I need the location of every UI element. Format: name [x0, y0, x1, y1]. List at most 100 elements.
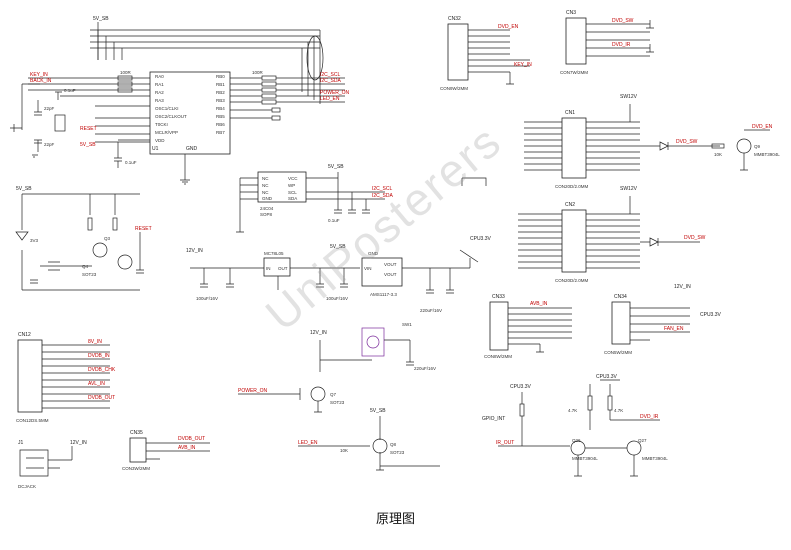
q27-ref: Q27	[638, 438, 647, 443]
supply-5v-reg: 5V_SB	[330, 244, 346, 250]
dc-jack: J1 12V_IN DCJACK	[18, 440, 87, 489]
cn33-ref: CN33	[492, 294, 505, 300]
net-dvdb-out-35: DVDB_OUT	[178, 436, 205, 442]
u3-pin-in: IN	[266, 266, 271, 271]
cn35-ref: CN35	[130, 430, 143, 436]
r-left-val: 100R	[120, 70, 132, 75]
supply-sw12-1: SW12V	[620, 94, 638, 100]
j1-part: DCJACK	[18, 484, 36, 489]
supply-5v-reset: 5V_SB	[16, 186, 32, 192]
u1-pin-ra1: RA1	[155, 82, 164, 87]
supply-33v-ir2: CPU3.3V	[596, 374, 618, 380]
regulator-78l05: 12V_IN IN OUT MC78L05 100uF/16V 100uF/16…	[186, 244, 360, 301]
net-key-in-32: KEY_IN	[514, 62, 532, 68]
u1-pin-osc1: OSC1/CLKI	[155, 106, 179, 111]
c-100u-in: 100uF/16V	[196, 296, 218, 301]
supply-12v-reg: 12V_IN	[186, 248, 203, 254]
u1-pin-osc2: OSC2/CLKOUT	[155, 114, 187, 119]
cn1-connector: SW12V CN1 DVD_SW 10K Q9 MMBT3904L DVD_EN…	[524, 94, 780, 189]
net-avl-in: AVL_IN	[88, 381, 105, 387]
cn3-connector: CN3 DVD_SW DVD_IR CON7W/2MM	[560, 10, 654, 75]
c-22p-a: 22pF	[44, 106, 55, 111]
u1-pin-ra3: RA3	[155, 98, 164, 103]
u2-pin-sda: SDA	[288, 196, 297, 201]
net-8v-in: 8V_IN	[88, 339, 102, 345]
r-q9: 10K	[714, 152, 722, 157]
net-dvd-sw-2: DVD_SW	[684, 235, 706, 241]
cn34-part: CON5W/2MM	[604, 350, 632, 355]
r-ir-a: 4.7K	[568, 408, 577, 413]
supply-12v-jack: 12V_IN	[70, 440, 87, 446]
net-dvd-ir-3: DVD_IR	[612, 42, 631, 48]
cn2-ref: CN2	[565, 202, 575, 208]
u1-pin-vdd: VDD	[155, 138, 165, 143]
u4-pin-vout1: VOUT	[384, 262, 397, 267]
supply-12v-34: 12V_IN	[674, 284, 691, 290]
u1-pin-ra0: RA0	[155, 74, 164, 79]
net-avb-in: AVB_IN	[530, 301, 548, 307]
u2-pin-wp: WP	[288, 183, 295, 188]
c-01u-vdd: 0.1uF	[125, 160, 137, 165]
u1-pin-mclr: MCLR/VPP	[155, 130, 178, 135]
supply-33v-reg: CPU3.3V	[470, 236, 492, 242]
q9-part: MMBT3904L	[754, 152, 780, 157]
u2-pin-gnd: GND	[262, 196, 273, 201]
reset-block: 5V_SB 3V3 Q3 Q4 SOT23 RESET	[15, 186, 152, 291]
net-i2c-sda-top: I2C_SDA	[320, 78, 342, 84]
q26-part: MMBT3904L	[572, 456, 598, 461]
q7-pkg: SOT23	[330, 400, 345, 405]
u1-pin-rb0: RB0	[216, 74, 225, 79]
net-back-in: BACK_IN	[30, 78, 52, 84]
supply-12v-sw: 12V_IN	[310, 330, 327, 336]
u2-pin-nc2: NC	[262, 183, 269, 188]
mcu-block: U1 GND RA0 RA1 RA2 RA3 OSC1/CLKI OSC2/CL…	[10, 16, 350, 185]
cn35-connector: CN35 DVDB_OUT AVB_IN CON3W/2MM	[122, 430, 210, 471]
cn3-ref: CN3	[566, 10, 576, 16]
cn2-part: CON20D/2.0MM	[555, 278, 589, 283]
net-5vsb-left: 5V_SB	[80, 142, 96, 148]
cn12-part: CON12DS.5MM	[16, 418, 49, 423]
cn3-part: CON7W/2MM	[560, 70, 588, 75]
u4-name: AMS1117-3.3	[370, 292, 397, 297]
q9-ref: Q9	[754, 144, 761, 149]
u2-pkg: SOP8	[260, 212, 273, 217]
ir-block: CPU3.3V CPU3.3V GPIO_INT 4.7K 4.7K IR_OU…	[482, 374, 668, 477]
diagram-caption: 原理图	[375, 511, 415, 526]
net-led-en-top: LED_EN	[320, 96, 340, 102]
regulator-ams1117: VIN VOUT VOUT AMS1117-3.3 GND CPU3.3V 22…	[361, 236, 492, 313]
u1-pin-rb3: RB3	[216, 98, 225, 103]
r-right-val: 100R	[252, 70, 264, 75]
net-power-on: POWER_ON	[238, 388, 268, 394]
cn32-ref: CN32	[448, 16, 461, 22]
r-ir-b: 4.7K	[614, 408, 623, 413]
net-i2c-scl: I2C_SCL	[372, 186, 393, 192]
u4-pin-vout2: VOUT	[384, 272, 397, 277]
net-dvd-out-35: AVB_IN	[178, 445, 196, 451]
u3-pin-out: OUT	[278, 266, 288, 271]
sw1-ref: SW1	[402, 322, 412, 327]
net-dvd-en-32: DVD_EN	[498, 24, 519, 30]
cn34-ref: CN34	[614, 294, 627, 300]
u4-ref: GND	[368, 251, 379, 256]
net-reset: RESET	[80, 126, 97, 132]
net-fan-en: FAN_EN	[664, 326, 684, 332]
cn35-part: CON3W/2MM	[122, 466, 150, 471]
u4-pin-vin: VIN	[364, 266, 372, 271]
led-driver-block: 5V_SB LED_EN 10K Q8 SOT23	[298, 408, 440, 471]
u1-pin-rb2: RB2	[216, 90, 225, 95]
net-dvd-en: DVD_EN	[752, 124, 773, 130]
power-switch-block: 12V_IN SW1 220uF/16V POWER_ON Q7 SOT23	[238, 322, 436, 413]
cn1-part: CON20D/2.0MM	[555, 184, 589, 189]
u1-pin-rb5: RB5	[216, 114, 225, 119]
cn1-ref: CN1	[565, 110, 575, 116]
net-dvd-sw: DVD_SW	[676, 139, 698, 145]
net-power-on-top: POWER_ON	[320, 90, 350, 96]
net-dvdb-in: DVDB_IN	[88, 353, 110, 359]
cn33-connector: CN33 AVB_IN CON8W/2MM	[484, 294, 572, 359]
cn12-connector: CN12 8V_IN DVDB_IN DVDB_CHK AVL_IN DVDB_…	[16, 332, 116, 423]
u1-pin-rb6: RB6	[216, 122, 225, 127]
supply-33v-ir1: CPU3.3V	[510, 384, 532, 390]
supply-5v-eeprom: 5V_SB	[328, 164, 344, 170]
net-dvd-ir: DVD_IR	[640, 414, 659, 420]
u2-pin-vcc: VCC	[288, 176, 298, 181]
